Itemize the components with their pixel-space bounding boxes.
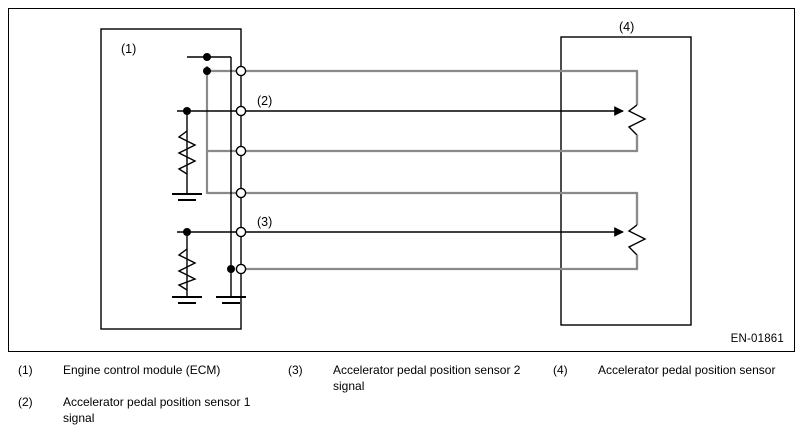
legend-number-1: (1) [18,363,33,377]
legend-column-2: (3) Accelerator pedal position sensor 2 … [288,362,550,410]
pullup-resistor-1 [177,130,197,175]
junction-dot-pullup2 [183,228,191,236]
wiring-schematic: (1) (2) (3) (4) [100,20,692,330]
ecm-module-group [100,28,242,330]
callout-sensor2-signal: (3) [257,215,272,229]
legend-item-4: (4) Accelerator pedal position sensor [553,362,808,378]
black-wire-group [177,56,624,297]
junction-dot-gnd-bus [227,265,235,273]
legend-label-4: Accelerator pedal position sensor [598,363,776,377]
terminal-ref2[interactable] [235,187,247,199]
ground-symbol-1 [172,193,202,201]
legend: (1) Engine control module (ECM) (2) Acce… [8,362,800,440]
terminal-gnd1[interactable] [235,145,247,157]
legend-item-2: (2) Accelerator pedal position sensor 1 … [18,394,280,426]
legend-number-4: (4) [553,363,568,377]
wire-gnd2-run-from-sensor2 [241,255,639,271]
resistor-zigzag-2 [177,248,197,291]
legend-item-3: (3) Accelerator pedal position sensor 2 … [288,362,550,394]
callout-ecm: (1) [121,42,136,56]
junction-dot-ref1-top [203,53,211,61]
wire-ref1-run-to-sensor1 [241,69,639,105]
terminal-gnd2[interactable] [235,263,247,275]
wire-ref2-run-to-sensor2 [241,191,639,225]
ecm-box [100,28,242,330]
pot2-zigzag [627,224,647,256]
legend-label-3: Accelerator pedal position sensor 2 sign… [333,363,521,393]
junction-dot-ref1-lower [203,67,211,75]
legend-label-2: Accelerator pedal position sensor 1 sign… [63,395,251,425]
terminal-ref1-top[interactable] [235,65,247,77]
pedal-sensor-module-group [560,36,692,326]
resistor-zigzag-1 [177,130,197,175]
callout-sensor1-signal: (2) [257,94,272,108]
diagram-frame: (1) (2) (3) (4) EN-01861 [8,8,795,352]
callout-pedal-sensor: (4) [619,20,634,34]
legend-item-1: (1) Engine control module (ECM) [18,362,280,378]
legend-label-1: Engine control module (ECM) [63,363,221,377]
ecm-terminal-group [235,65,247,275]
junction-dot-pullup1 [183,107,191,115]
legend-column-3: (4) Accelerator pedal position sensor [553,362,808,394]
terminal-signal2[interactable] [235,226,247,238]
potentiometer-2 [627,193,647,269]
junction-dot-group [183,53,235,273]
ground-symbol-2 [172,296,202,304]
legend-column-1: (1) Engine control module (ECM) (2) Acce… [18,362,280,442]
pullup-resistor-2 [177,248,197,291]
legend-number-2: (2) [18,395,33,409]
ground-symbol-3 [216,296,246,304]
pedal-sensor-box [560,36,692,326]
terminal-signal1[interactable] [235,105,247,117]
potentiometer-1 [627,71,647,151]
figure-id-label: EN-01861 [730,333,784,345]
wire-gnd1-run-from-sensor1 [241,135,639,153]
legend-number-3: (3) [288,363,303,377]
pot1-zigzag [627,104,647,136]
